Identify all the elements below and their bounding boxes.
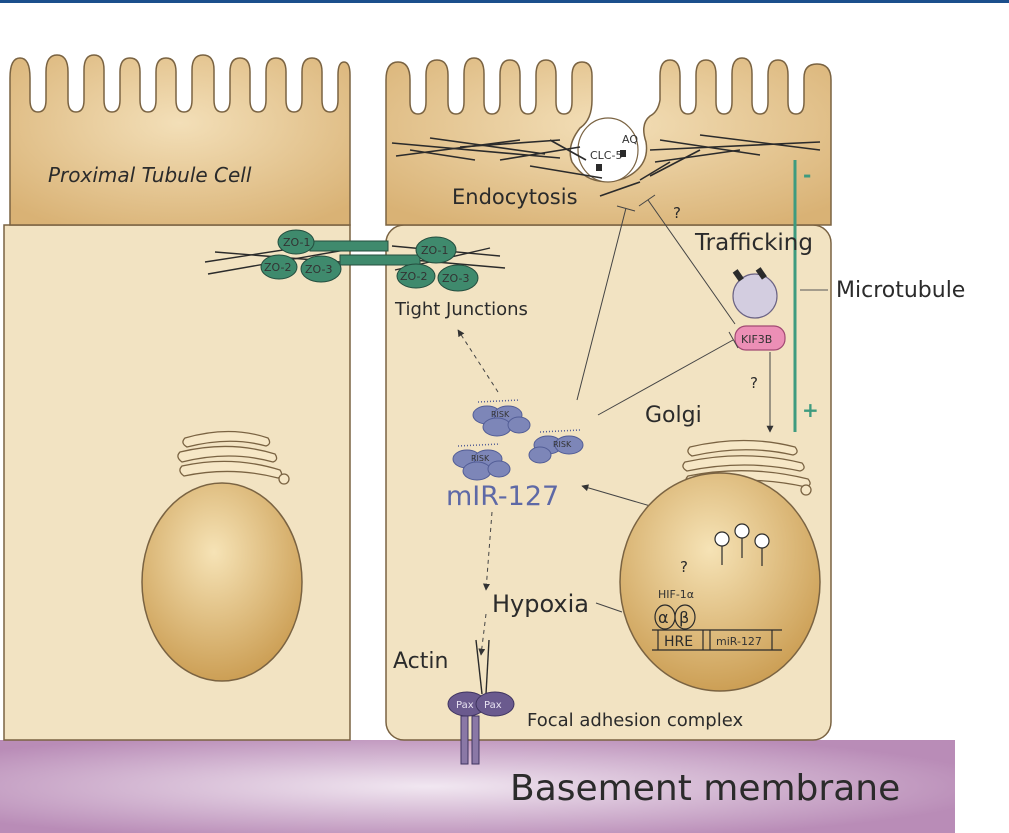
top-rule: [0, 0, 1009, 3]
zo1-right: ZO-1: [421, 244, 448, 257]
pre-mirna-hairpins: [714, 523, 770, 566]
left-golgi: [177, 430, 290, 485]
zo3-right: ZO-3: [442, 272, 469, 285]
clc5-label: CLC-5: [590, 149, 622, 162]
risk-label-1: RISK: [491, 410, 510, 419]
tight-junction-complex: ZO-1 ZO-2 ZO-3 ZO-1 ZO-2 ZO-3 Tight Junc…: [204, 229, 528, 320]
risk-complex-2: RISK: [452, 443, 511, 481]
actin-label: Actin: [393, 649, 448, 674]
risk-label-3: RISK: [553, 440, 572, 449]
hif1a-label: HIF-1α: [658, 588, 694, 601]
hypoxia-label: Hypoxia: [492, 590, 589, 618]
golgi-label: Golgi: [645, 403, 702, 428]
right-nucleus: [619, 472, 821, 692]
vesicle-cargo-2: [755, 267, 767, 280]
microtubule-plus: +: [802, 398, 819, 422]
aq-label: AQ: [622, 133, 638, 146]
cell-name-label: Proximal Tubule Cell: [48, 163, 252, 187]
pax-complex: Pax Pax: [447, 691, 515, 717]
kif3b-motor: [734, 325, 786, 351]
claudin-bar-left: [309, 240, 389, 252]
zo-cluster-left: [260, 229, 342, 283]
zo1-left: ZO-1: [283, 236, 310, 249]
trafficking-label: Trafficking: [694, 230, 813, 256]
focal-adhesion-label: Focal adhesion complex: [527, 710, 743, 731]
microtubule-track: - + Microtubule: [793, 160, 965, 432]
mir127-gene-label: miR-127: [716, 635, 762, 648]
basement-membrane-label: Basement membrane: [510, 768, 900, 809]
hif-question: ?: [680, 558, 688, 576]
risk-label-2: RISK: [471, 454, 490, 463]
right-cell-microvilli: [385, 57, 832, 226]
left-cell: Proximal Tubule Cell: [3, 54, 351, 741]
claudin-bar-right: [339, 254, 421, 266]
mir127-label: mIR-127: [446, 481, 559, 512]
zo3-left: ZO-3: [305, 263, 332, 276]
hif-dimer: [654, 604, 696, 630]
risk-complex-3: RISK: [528, 429, 584, 464]
vesicle-cargo-1: [732, 269, 744, 282]
golgi-question: ?: [750, 374, 758, 392]
endocytosis-question: ?: [673, 204, 681, 222]
zo-cluster-right: [396, 236, 479, 292]
zo2-right: ZO-2: [400, 270, 427, 283]
microtubule-minus: -: [803, 163, 811, 187]
apical-actin-mesh: [391, 134, 821, 197]
integrin-anchor: [460, 715, 480, 765]
kif3b-label: KIF3B: [741, 333, 772, 346]
risk-complex-1: RISK: [472, 399, 531, 437]
trafficking-vesicle: [732, 273, 778, 319]
clc5-channel: [596, 164, 602, 171]
endocytosis-label: Endocytosis: [452, 185, 578, 209]
tight-junctions-label: Tight Junctions: [394, 299, 528, 320]
endocytic-vesicle: [577, 117, 639, 183]
left-nucleus: [141, 482, 303, 682]
aq-channel: [620, 150, 626, 157]
microtubule-label: Microtubule: [836, 278, 965, 303]
gene-locus: [652, 629, 782, 651]
left-cell-microvilli: [9, 54, 351, 226]
hre-label: HRE: [664, 634, 693, 650]
pax-label-left: Pax: [456, 700, 474, 711]
alpha-label: α: [658, 608, 669, 627]
zo2-left: ZO-2: [264, 261, 291, 274]
actin-filaments: [475, 639, 490, 695]
pax-label-right: Pax: [484, 700, 502, 711]
beta-label: β: [679, 608, 689, 627]
